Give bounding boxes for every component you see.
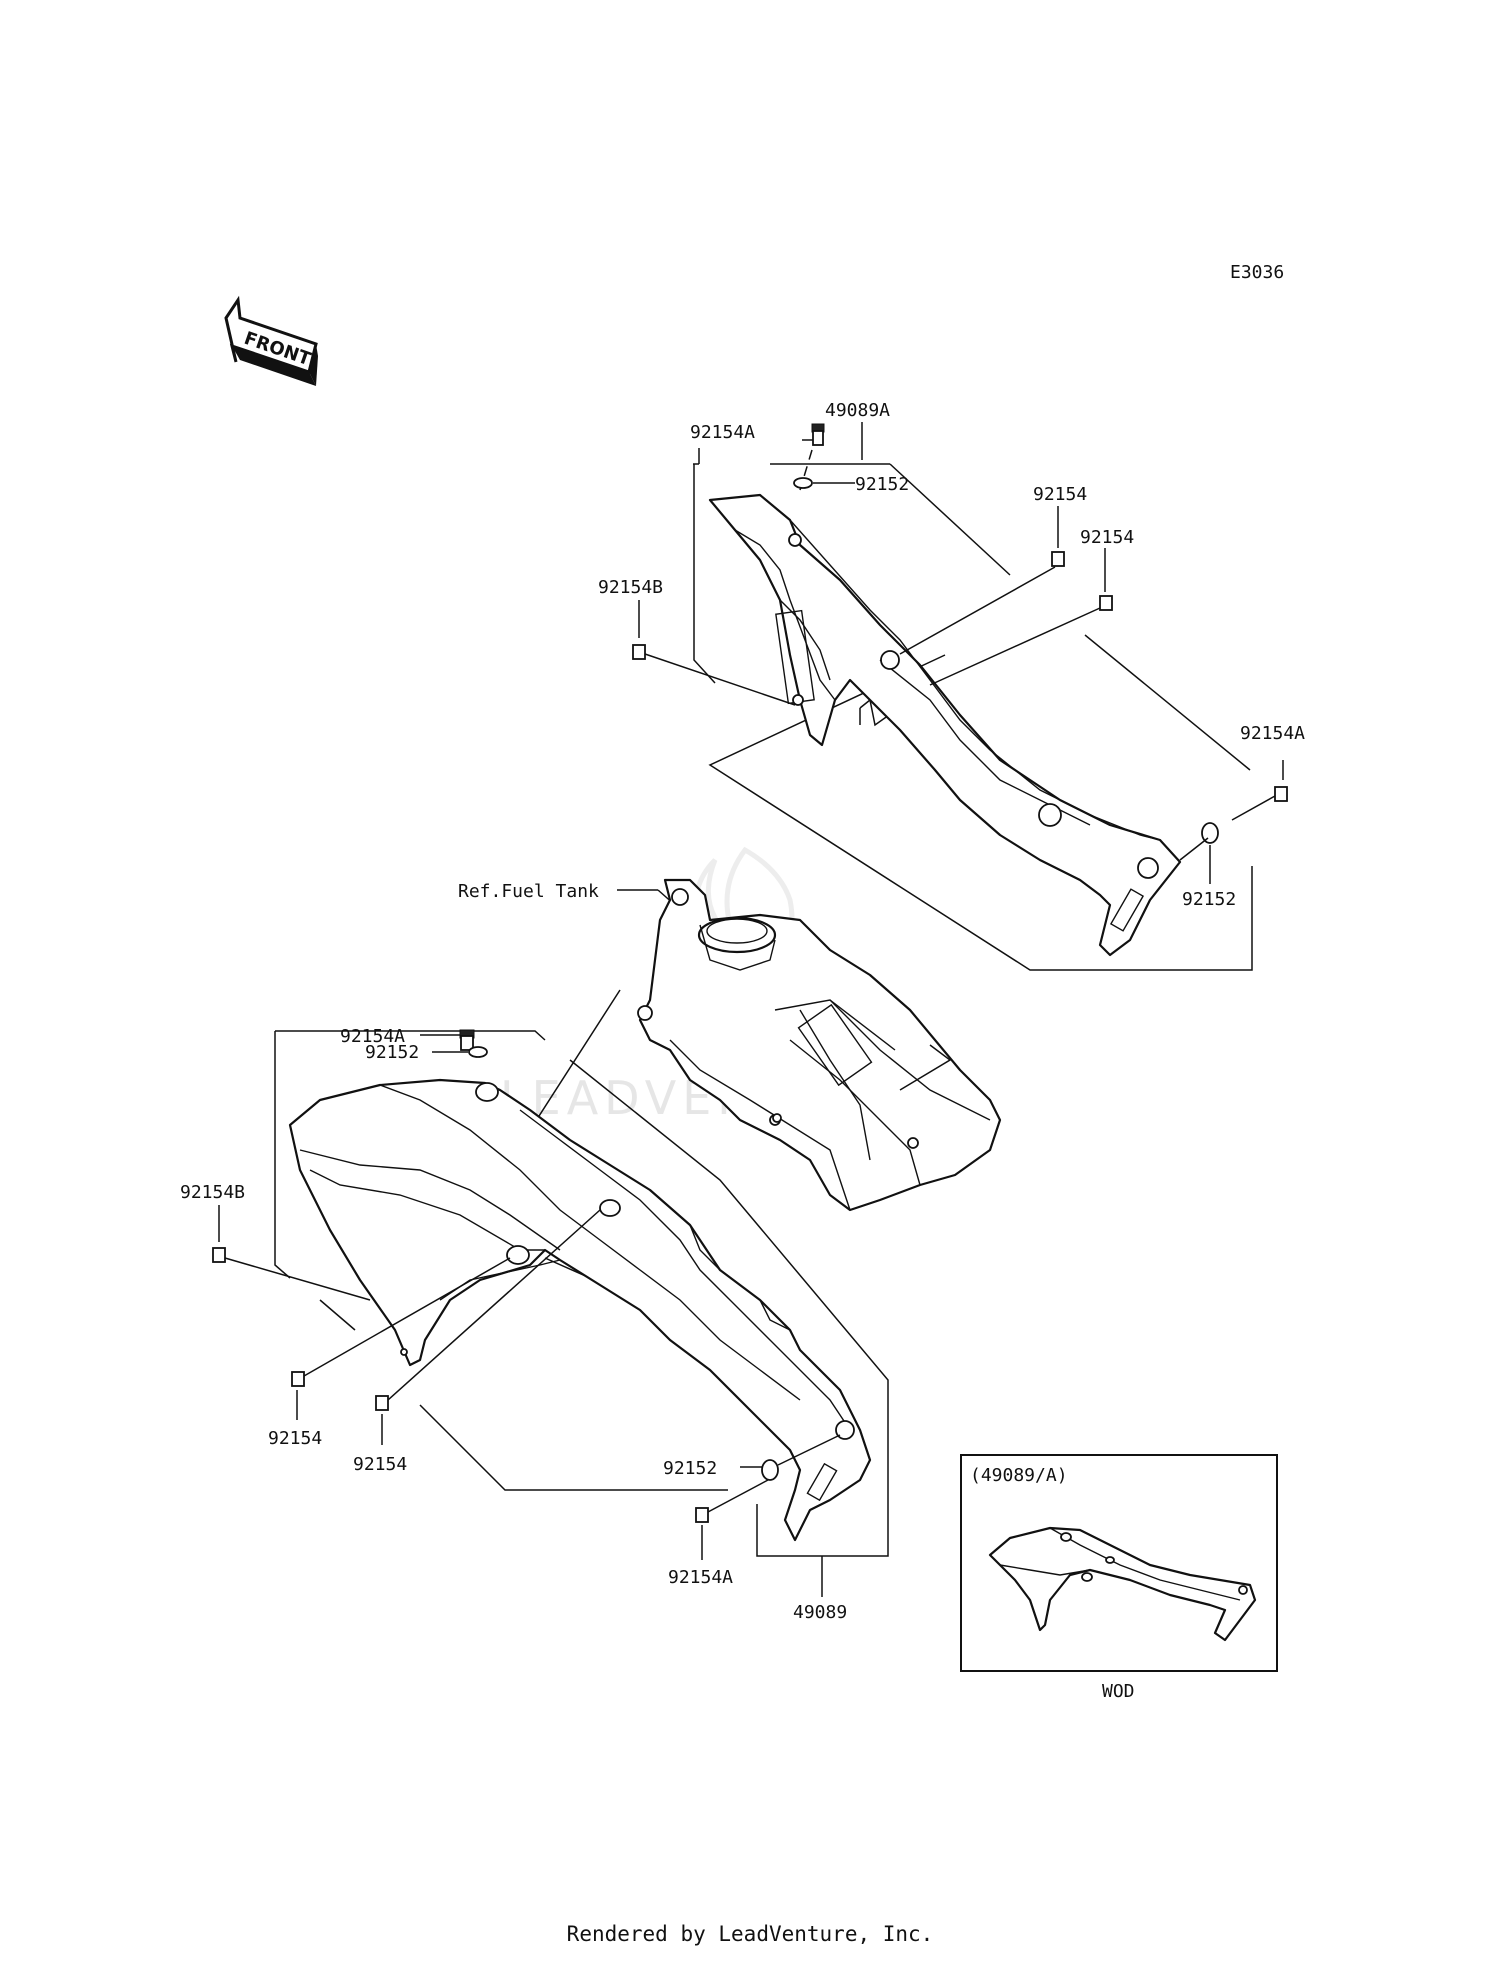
upper-bolt-b-icon bbox=[632, 600, 796, 706]
upper-bolt-1-icon bbox=[899, 551, 1065, 655]
label-lower-washer-bottom: 92152 bbox=[663, 1458, 717, 1479]
label-lower-bolt-a-bottom: 92154A bbox=[668, 1567, 733, 1588]
footer-credit: Rendered by LeadVenture, Inc. bbox=[566, 1922, 934, 1946]
lower-shroud-assembly bbox=[212, 989, 889, 1560]
label-upper-bolt-a-right: 92154A bbox=[1240, 723, 1305, 744]
front-arrow-icon: FRONT bbox=[224, 295, 318, 386]
upper-shroud-assembly bbox=[632, 423, 1288, 971]
upper-bolt-a-right-icon bbox=[1231, 760, 1288, 821]
lower-bolt-1-icon bbox=[291, 1257, 511, 1420]
upper-washer-top-icon bbox=[793, 477, 855, 489]
label-upper-bolt-1: 92154 bbox=[1033, 484, 1087, 505]
lower-washer-bottom-icon bbox=[740, 1434, 841, 1481]
inset-box: (49089/A) WOD bbox=[960, 1454, 1278, 1702]
label-lower-washer-top: 92152 bbox=[365, 1042, 419, 1063]
upper-washer-right-icon bbox=[1179, 822, 1219, 861]
lower-bolt-a-top-icon bbox=[420, 1029, 475, 1051]
label-lower-bolt-1: 92154 bbox=[268, 1428, 322, 1449]
inset-shroud-icon bbox=[988, 1526, 1257, 1642]
label-lower-bolt-2: 92154 bbox=[353, 1454, 407, 1475]
label-lower-bolt-a-top: 92154A bbox=[340, 1026, 405, 1047]
label-lower-assy: 49089 bbox=[793, 1602, 847, 1623]
inset-caption: WOD bbox=[1102, 1681, 1135, 1702]
label-upper-washer-top: 92152 bbox=[855, 474, 909, 495]
lower-bolt-a-bottom-icon bbox=[695, 1479, 769, 1560]
label-lower-bolt-b: 92154B bbox=[180, 1182, 245, 1203]
lower-washer-top-icon bbox=[432, 1046, 488, 1058]
inset-title: (49089/A) bbox=[970, 1465, 1068, 1486]
label-ref-fuel-tank: Ref.Fuel Tank bbox=[458, 881, 599, 902]
label-upper-washer-right: 92152 bbox=[1182, 889, 1236, 910]
label-upper-assy: 49089A bbox=[825, 400, 890, 421]
lower-bolt-2-icon bbox=[375, 1209, 601, 1445]
label-upper-bolt-2: 92154 bbox=[1080, 527, 1134, 548]
label-upper-bolt-a-top: 92154A bbox=[690, 422, 755, 443]
upper-bolt-a-top-icon bbox=[799, 423, 825, 491]
label-upper-bolt-b: 92154B bbox=[598, 577, 663, 598]
upper-bolt-2-icon bbox=[929, 595, 1113, 686]
lower-bolt-b-icon bbox=[212, 1205, 371, 1301]
diagram-code: E3036 bbox=[1230, 262, 1284, 283]
fuel-tank-reference bbox=[617, 878, 1002, 1212]
